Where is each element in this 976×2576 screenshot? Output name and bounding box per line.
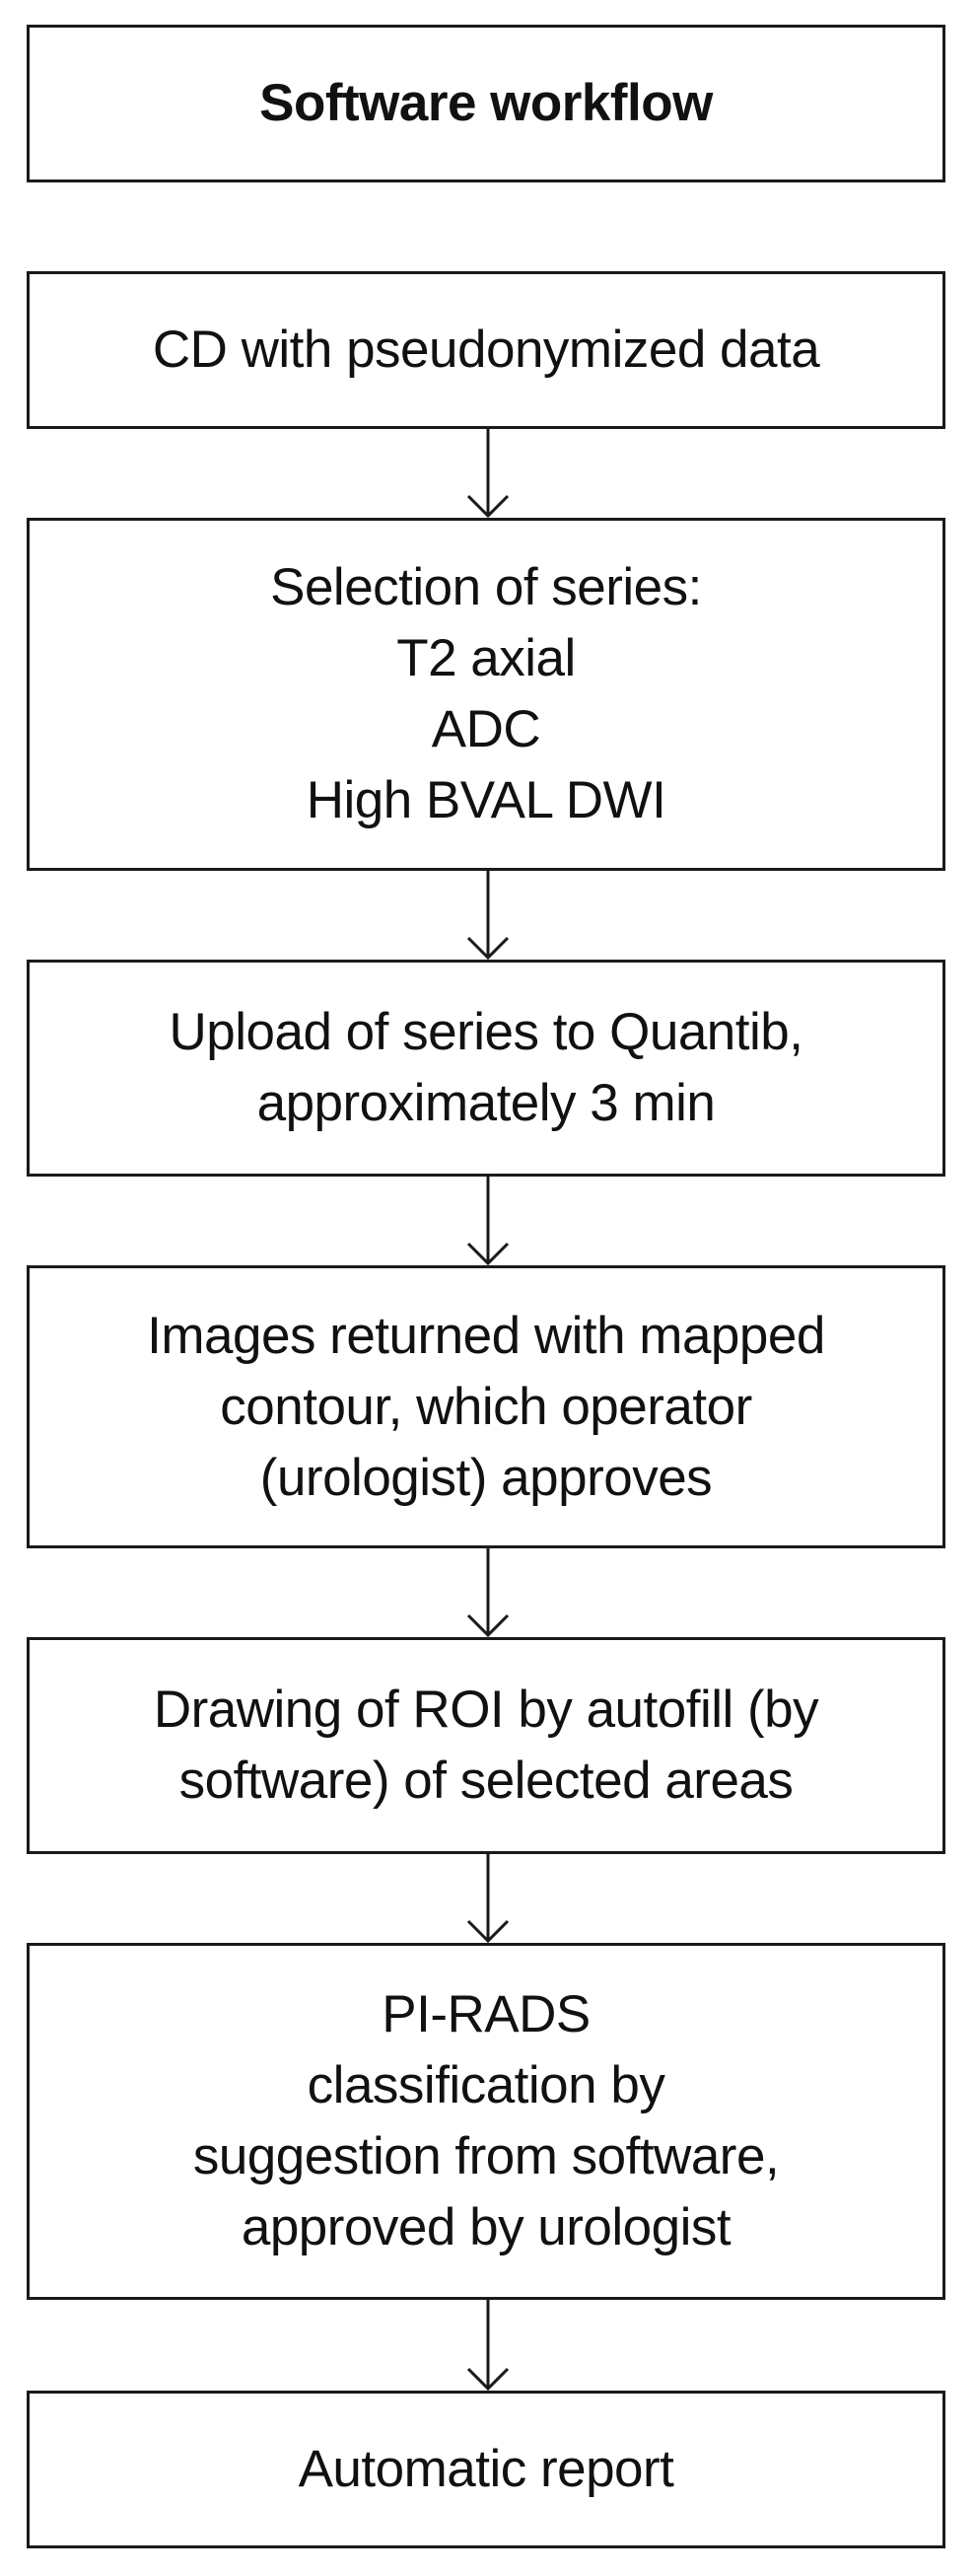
step-5-line-2: software) of selected areas (178, 1752, 794, 1810)
step-box-cd-data: CD with pseudonymized data (27, 271, 945, 429)
step-7-line-1: Automatic report (298, 2440, 674, 2498)
arrow-down-icon (466, 429, 510, 518)
step-box-upload: Upload of series to Quantib, approximate… (27, 960, 945, 1177)
step-box-series-selection: Selection of series: T2 axial ADC High B… (27, 518, 945, 871)
step-6-line-3: suggestion from software, (192, 2127, 780, 2185)
title-box: Software workflow (27, 25, 945, 182)
step-2-line-3: ADC (431, 700, 541, 758)
arrow-down-icon (466, 1548, 510, 1637)
step-box-automatic-report: Automatic report (27, 2391, 945, 2548)
step-box-images-returned: Images returned with mapped contour, whi… (27, 1265, 945, 1548)
step-box-roi-drawing: Drawing of ROI by autofill (by software)… (27, 1637, 945, 1854)
step-box-pirads-classification: PI-RADS classification by suggestion fro… (27, 1943, 945, 2300)
step-4-line-1: Images returned with mapped (147, 1306, 825, 1365)
step-2-line-1: Selection of series: (270, 558, 702, 616)
arrow-down-icon (466, 1854, 510, 1943)
step-6-line-2: classification by (307, 2056, 665, 2114)
step-4-line-3: (urologist) approves (259, 1448, 713, 1507)
step-4-line-2: contour, which operator (220, 1377, 752, 1436)
step-2-line-4: High BVAL DWI (306, 771, 666, 829)
step-6-line-4: approved by urologist (241, 2198, 732, 2256)
step-3-line-2: approximately 3 min (256, 1074, 716, 1132)
arrow-down-icon (466, 1177, 510, 1265)
arrow-down-icon (466, 871, 510, 960)
diagram-title: Software workflow (259, 74, 713, 132)
step-6-line-1: PI-RADS (382, 1985, 591, 2043)
step-1-line-1: CD with pseudonymized data (152, 321, 820, 379)
step-5-line-1: Drawing of ROI by autofill (by (153, 1681, 819, 1739)
arrow-down-icon (466, 2300, 510, 2391)
step-2-line-2: T2 axial (396, 629, 576, 687)
step-3-line-1: Upload of series to Quantib, (169, 1003, 804, 1061)
